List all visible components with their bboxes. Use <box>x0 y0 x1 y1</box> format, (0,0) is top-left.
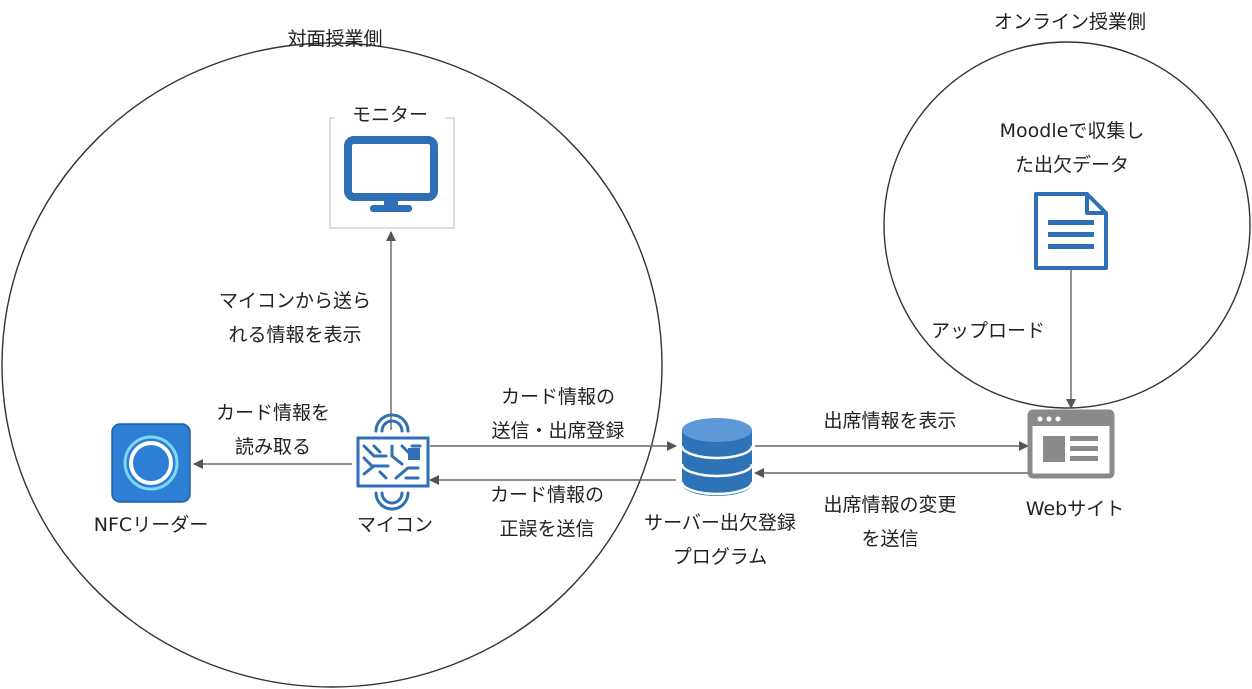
edge-label-mcu-to-monitor-line-1: マイコンから送ら <box>218 290 371 312</box>
onsite-region-circle <box>1 42 663 688</box>
document-icon <box>1034 192 1108 270</box>
server-label-line-1: サーバー出欠登録 <box>644 512 796 534</box>
website-label: Webサイト <box>1025 498 1125 520</box>
monitor-label: モニター <box>335 98 445 132</box>
edge-label-server-to-web: 出席情報を表示 <box>823 410 957 432</box>
edge-label-mcu-to-nfc-line-2: 読み取る <box>234 436 311 458</box>
onsite-region-title: 対面授業側 <box>287 28 383 50</box>
browser-window-icon <box>1027 409 1115 479</box>
edge-label-mcu-to-monitor-line-2: れる情報を表示 <box>228 324 362 346</box>
edge-label-web-to-server-line-1: 出席情報の変更 <box>823 494 957 516</box>
edge-label-server-to-mcu-line-1: カード情報の <box>489 484 604 506</box>
nfc-reader-icon <box>111 423 191 503</box>
database-icon <box>680 418 754 496</box>
edge-label-mcu-to-nfc: カード情報を 読み取る <box>198 396 348 464</box>
chip-icon <box>356 413 430 511</box>
moodle-data-label: Moodleで収集し た出欠データ <box>982 114 1162 182</box>
edge-label-moodle-to-web: アップロード <box>930 320 1045 342</box>
edge-label-mcu-to-nfc-line-1: カード情報を <box>215 402 330 424</box>
moodle-data-label-line-1: Moodleで収集し <box>999 120 1145 142</box>
edge-label-web-to-server-line-2: を送信 <box>861 528 919 550</box>
edge-label-web-to-server: 出席情報の変更 を送信 <box>800 488 980 556</box>
edge-label-mcu-to-server-line-1: カード情報の <box>500 386 615 408</box>
monitor-icon <box>329 117 455 229</box>
nfc-reader-label: NFCリーダー <box>93 514 209 536</box>
edge-label-mcu-to-server-line-2: 送信・出席登録 <box>491 420 625 442</box>
server-label-line-2: プログラム <box>672 546 768 568</box>
edge-label-server-to-mcu-line-2: 正誤を送信 <box>499 518 595 540</box>
moodle-data-label-line-2: た出欠データ <box>1014 154 1129 176</box>
edge-label-mcu-to-monitor: マイコンから送ら れる情報を表示 <box>205 284 385 352</box>
microcontroller-label: マイコン <box>356 514 433 536</box>
edge-label-server-to-mcu: カード情報の 正誤を送信 <box>462 478 632 546</box>
online-region-title: オンライン授業側 <box>993 11 1146 33</box>
server-label: サーバー出欠登録 プログラム <box>630 506 810 574</box>
edge-label-mcu-to-server: カード情報の 送信・出席登録 <box>468 380 648 448</box>
